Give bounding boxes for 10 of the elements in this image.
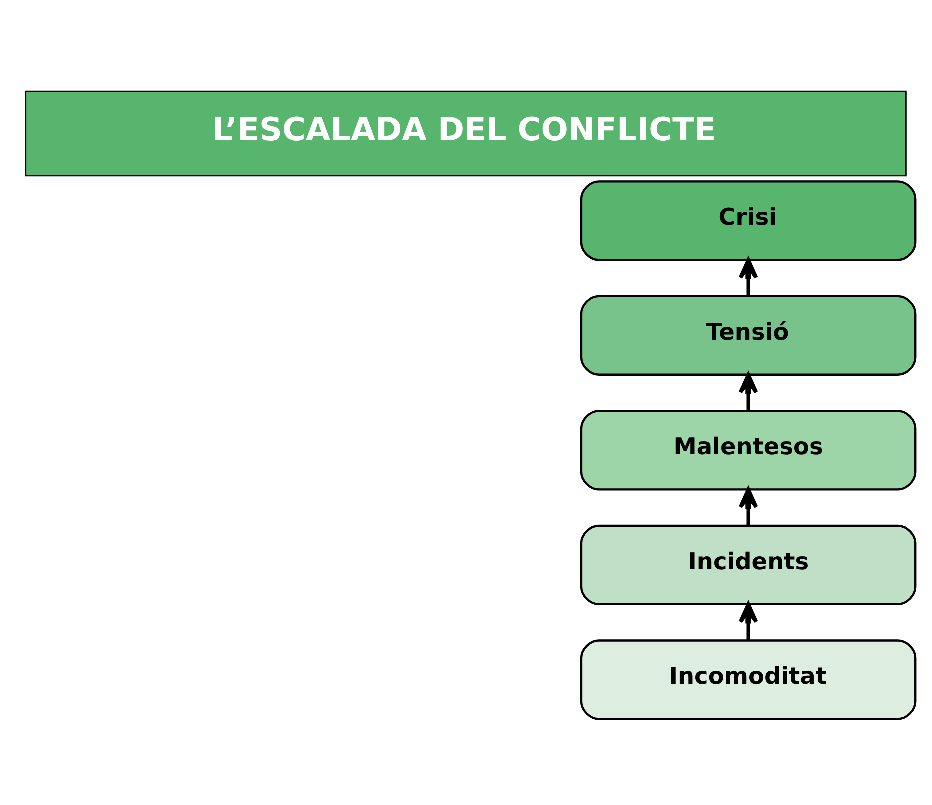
arrow [738,373,758,412]
node-box: Malentesos [580,410,917,491]
node-box: Tensió [580,295,917,376]
node-box: Incomoditat [580,640,917,720]
arrow [738,488,758,526]
arrow [738,602,758,641]
arrow [738,258,758,296]
node-box: Incidents [580,524,917,606]
node-box: Crisi [580,180,917,262]
diagram-title: L’ESCALADA DEL CONFLICTE [212,110,716,148]
